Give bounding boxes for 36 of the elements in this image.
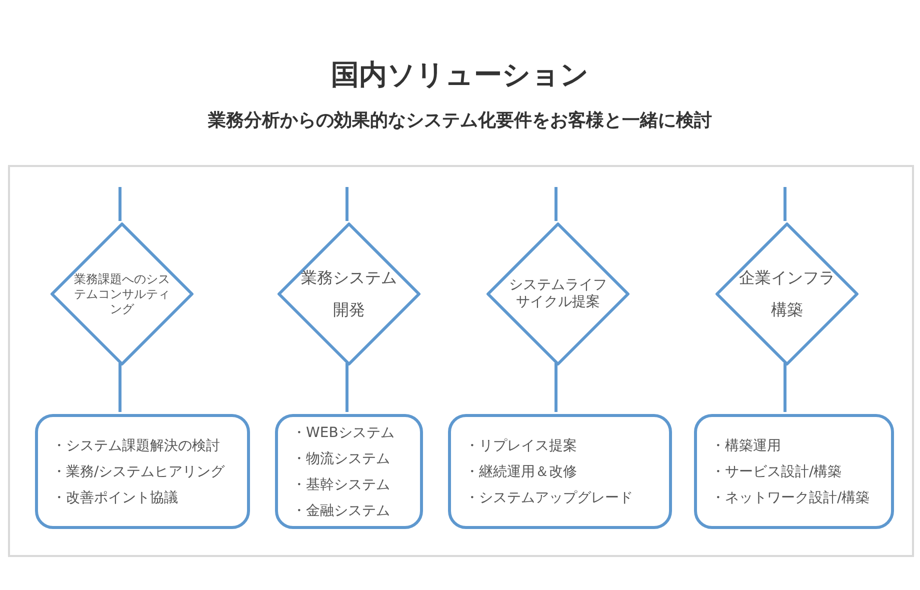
diamond-shape bbox=[714, 221, 860, 367]
diamond-label: 企業インフラ構築 bbox=[738, 267, 836, 321]
list-item: ・システムアップグレード bbox=[465, 488, 634, 508]
connector-line bbox=[784, 363, 786, 412]
list-item: ・リプレイス提案 bbox=[465, 436, 578, 456]
list-box bbox=[448, 414, 672, 529]
connector-line bbox=[554, 363, 558, 412]
diamond-label: システムライフサイクル提案 bbox=[508, 276, 608, 312]
list-box bbox=[694, 414, 894, 529]
connector-line bbox=[784, 187, 786, 221]
list-item: ・継続運用＆改修 bbox=[465, 462, 578, 482]
list-item: ・業務/システムヒアリング bbox=[52, 462, 226, 482]
connector-line bbox=[554, 187, 558, 221]
connector-line bbox=[346, 187, 348, 221]
list-item: ・ネットワーク設計/構築 bbox=[711, 488, 871, 508]
connector-line bbox=[118, 187, 122, 221]
list-item: ・金融システム bbox=[292, 502, 391, 520]
list-item: ・WEBシステム bbox=[292, 424, 396, 442]
connector-line bbox=[118, 363, 122, 412]
frame bbox=[8, 165, 914, 557]
list-item: ・改善ポイント協議 bbox=[52, 488, 179, 508]
diamond-shape bbox=[485, 221, 631, 367]
subtitle: 業務分析からの効果的なシステム化要件をお客様と一緒に検討 bbox=[207, 109, 713, 132]
connector-line bbox=[346, 363, 348, 412]
list-item: ・サービス設計/構築 bbox=[711, 462, 843, 482]
list-item: ・構築運用 bbox=[711, 436, 782, 456]
list-item: ・システム課題解決の検討 bbox=[52, 436, 221, 456]
diamond-shape bbox=[276, 221, 422, 367]
list-item: ・基幹システム bbox=[292, 476, 391, 494]
diamond-label: 業務課題へのシステムコンサルティング bbox=[73, 272, 171, 316]
title: 国内ソリューション bbox=[330, 57, 590, 93]
diamond-label: 業務システム開発 bbox=[300, 267, 398, 321]
list-box bbox=[275, 414, 423, 529]
list-item: ・物流システム bbox=[292, 450, 391, 468]
list-box bbox=[35, 414, 250, 529]
diamond-shape bbox=[49, 221, 195, 367]
